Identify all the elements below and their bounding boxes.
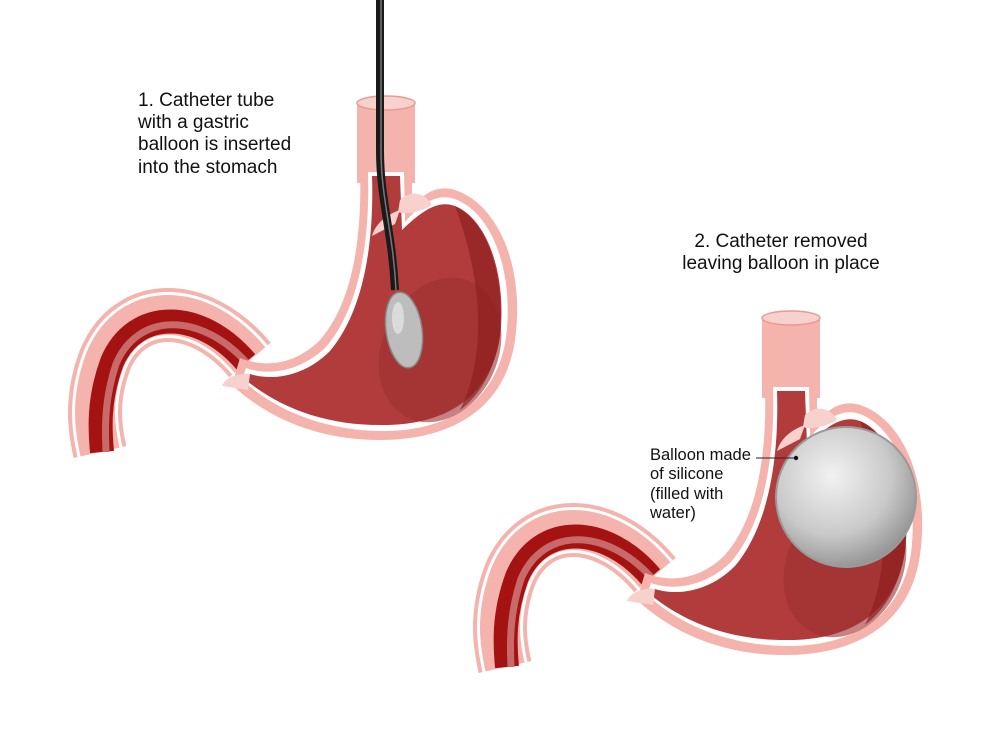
inflated-balloon: [775, 426, 917, 568]
stomach-step-1: [95, 0, 524, 452]
catheter-tube: [376, 0, 399, 291]
step-1-label: 1. Catheter tube with a gastric balloon …: [138, 90, 292, 178]
balloon-callout-label: Balloon made of silicone (filled with wa…: [650, 446, 751, 523]
step-2-label: 2. Catheter removed leaving balloon in p…: [682, 231, 880, 275]
